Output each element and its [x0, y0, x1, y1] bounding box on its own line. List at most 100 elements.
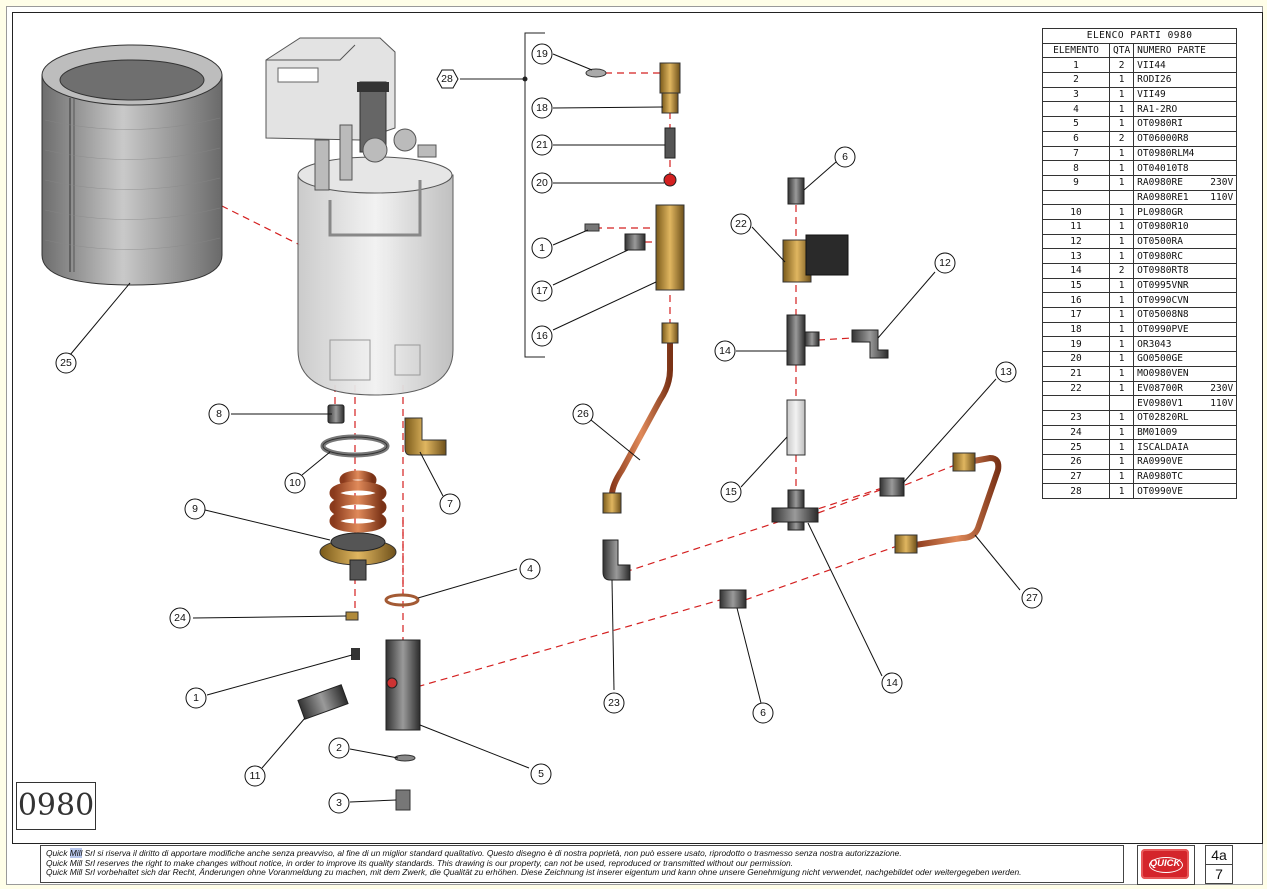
cell-qty: 1: [1108, 72, 1135, 88]
cell-part-number: OT0980R10: [1133, 218, 1238, 235]
cell-part-number: OT0980RC: [1133, 248, 1238, 264]
column-header-part-number: NUMERO PARTE: [1133, 42, 1238, 59]
cell-element: 8: [1042, 160, 1110, 176]
cell-qty: 1: [1108, 174, 1135, 191]
part-number: OT0980RC: [1137, 250, 1183, 262]
sheet-number-top: 4a: [1205, 845, 1233, 865]
cell-part-number: OT02820RL: [1133, 409, 1238, 426]
callout-numbers: 2581079424111235281918212011716262362212…: [60, 48, 1038, 809]
cell-element: 9: [1042, 174, 1110, 191]
cell-element: 11: [1042, 218, 1110, 235]
part-number: OT0995VNR: [1137, 280, 1189, 292]
cell-element: 10: [1042, 204, 1110, 220]
cell-element: 1: [1042, 57, 1110, 74]
cell-qty: 1: [1108, 365, 1135, 382]
part-number: OT04010T8: [1137, 162, 1189, 174]
cell-part-number: OT06000R8: [1133, 130, 1238, 147]
body-5: [385, 639, 421, 731]
callout-number: 14: [886, 677, 898, 689]
callout-number: 17: [536, 285, 548, 297]
callout-number: 2: [336, 742, 342, 754]
callout-number: 26: [577, 408, 589, 420]
cell-qty: 1: [1108, 204, 1135, 220]
cell-qty: 1: [1108, 218, 1135, 235]
part-number: EV0980V1: [1137, 397, 1183, 409]
screw-3: [395, 789, 411, 811]
cell-part-number: VII49: [1133, 86, 1238, 103]
cell-element: 7: [1042, 145, 1110, 162]
part-number: OT0980RI: [1137, 118, 1183, 130]
part-number: RA0980RE1: [1137, 191, 1189, 203]
callout-number: 27: [1026, 592, 1038, 604]
screw-1: [351, 648, 360, 660]
legal-notice: Quick Mill Srl si riserva il diritto di …: [40, 845, 1124, 883]
cell-qty: 1: [1108, 86, 1135, 103]
cell-qty: 1: [1108, 307, 1135, 323]
cell-element: 16: [1042, 292, 1110, 309]
cell-qty: 1: [1108, 277, 1135, 294]
part-number: OT0990PVE: [1137, 324, 1189, 336]
column-header-element: ELEMENTO: [1042, 42, 1110, 59]
cell-part-number: BM01009: [1133, 424, 1238, 441]
callout-number: 14: [719, 345, 731, 357]
cell-element: 3: [1042, 86, 1110, 103]
part-number: GO0500GE: [1137, 353, 1183, 365]
cell-qty: 2: [1108, 57, 1135, 74]
part-number: RA0980RE: [1137, 177, 1183, 189]
cell-element: 23: [1042, 409, 1110, 426]
part-number: EV08700R: [1137, 382, 1183, 394]
cell-qty: 1: [1108, 439, 1135, 455]
callout-number: 13: [1000, 366, 1012, 378]
cell-qty: 2: [1108, 263, 1135, 279]
cell-element: 13: [1042, 248, 1110, 264]
cell-part-number: OT05008N8: [1133, 307, 1238, 323]
sheet-number-bottom: 7: [1205, 864, 1233, 884]
cell-part-number: OT0990VE: [1133, 483, 1238, 499]
drawing-number: 0980: [16, 782, 96, 830]
cell-qty: 1: [1108, 145, 1135, 162]
part-number: OT0990VE: [1137, 485, 1183, 497]
cell-qty: 1: [1108, 233, 1135, 250]
notice-line-it: Quick Mill Srl si riserva il diritto di …: [46, 848, 902, 858]
fitting-11: [297, 684, 349, 720]
cell-qty: [1108, 189, 1135, 206]
cell-element: 6: [1042, 130, 1110, 147]
part-number: OT0980R10: [1137, 221, 1189, 233]
fitting-6: [719, 589, 747, 609]
cell-element: [1042, 395, 1110, 411]
part-number: OT05008N8: [1137, 309, 1189, 321]
cell-qty: 1: [1108, 116, 1135, 132]
part-number: MO0980VEN: [1137, 368, 1189, 380]
callout-number: 23: [608, 697, 620, 709]
cell-element: 27: [1042, 468, 1110, 485]
part-number: VII49: [1137, 89, 1166, 101]
cell-qty: 1: [1108, 101, 1135, 118]
leader-lines: [69, 53, 1021, 803]
cell-part-number: OR3043: [1133, 336, 1238, 353]
callout-number: 16: [536, 330, 548, 342]
o-ring-4: [384, 593, 420, 607]
cell-qty: 1: [1108, 248, 1135, 264]
part-number: BM01009: [1137, 426, 1178, 438]
cell-qty: 1: [1108, 409, 1135, 426]
cell-part-number: OT0980RI: [1133, 116, 1238, 132]
cell-element: 26: [1042, 453, 1110, 470]
cell-element: 5: [1042, 116, 1110, 132]
cell-part-number: OT0980RLM4: [1133, 145, 1238, 162]
cell-element: 24: [1042, 424, 1110, 441]
part-number: OT02820RL: [1137, 412, 1189, 424]
part-number: RODI26: [1137, 74, 1172, 86]
